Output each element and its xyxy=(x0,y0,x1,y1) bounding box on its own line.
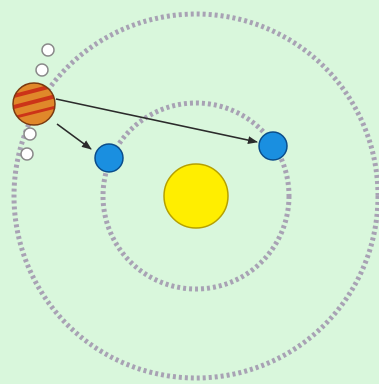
arrow-to-outer-planet xyxy=(55,98,258,145)
small-body-icon xyxy=(20,147,34,161)
inner-planet-icon xyxy=(94,143,124,173)
inner-orbit xyxy=(100,100,292,292)
small-bodies xyxy=(20,43,55,161)
outer-planet-icon xyxy=(258,131,288,161)
arrow-to-inner-planet xyxy=(56,123,92,150)
outer-orbit xyxy=(11,11,379,381)
small-body-icon xyxy=(41,43,55,57)
small-body-icon xyxy=(23,127,37,141)
sun-icon xyxy=(163,163,229,229)
small-body-icon xyxy=(35,63,49,77)
